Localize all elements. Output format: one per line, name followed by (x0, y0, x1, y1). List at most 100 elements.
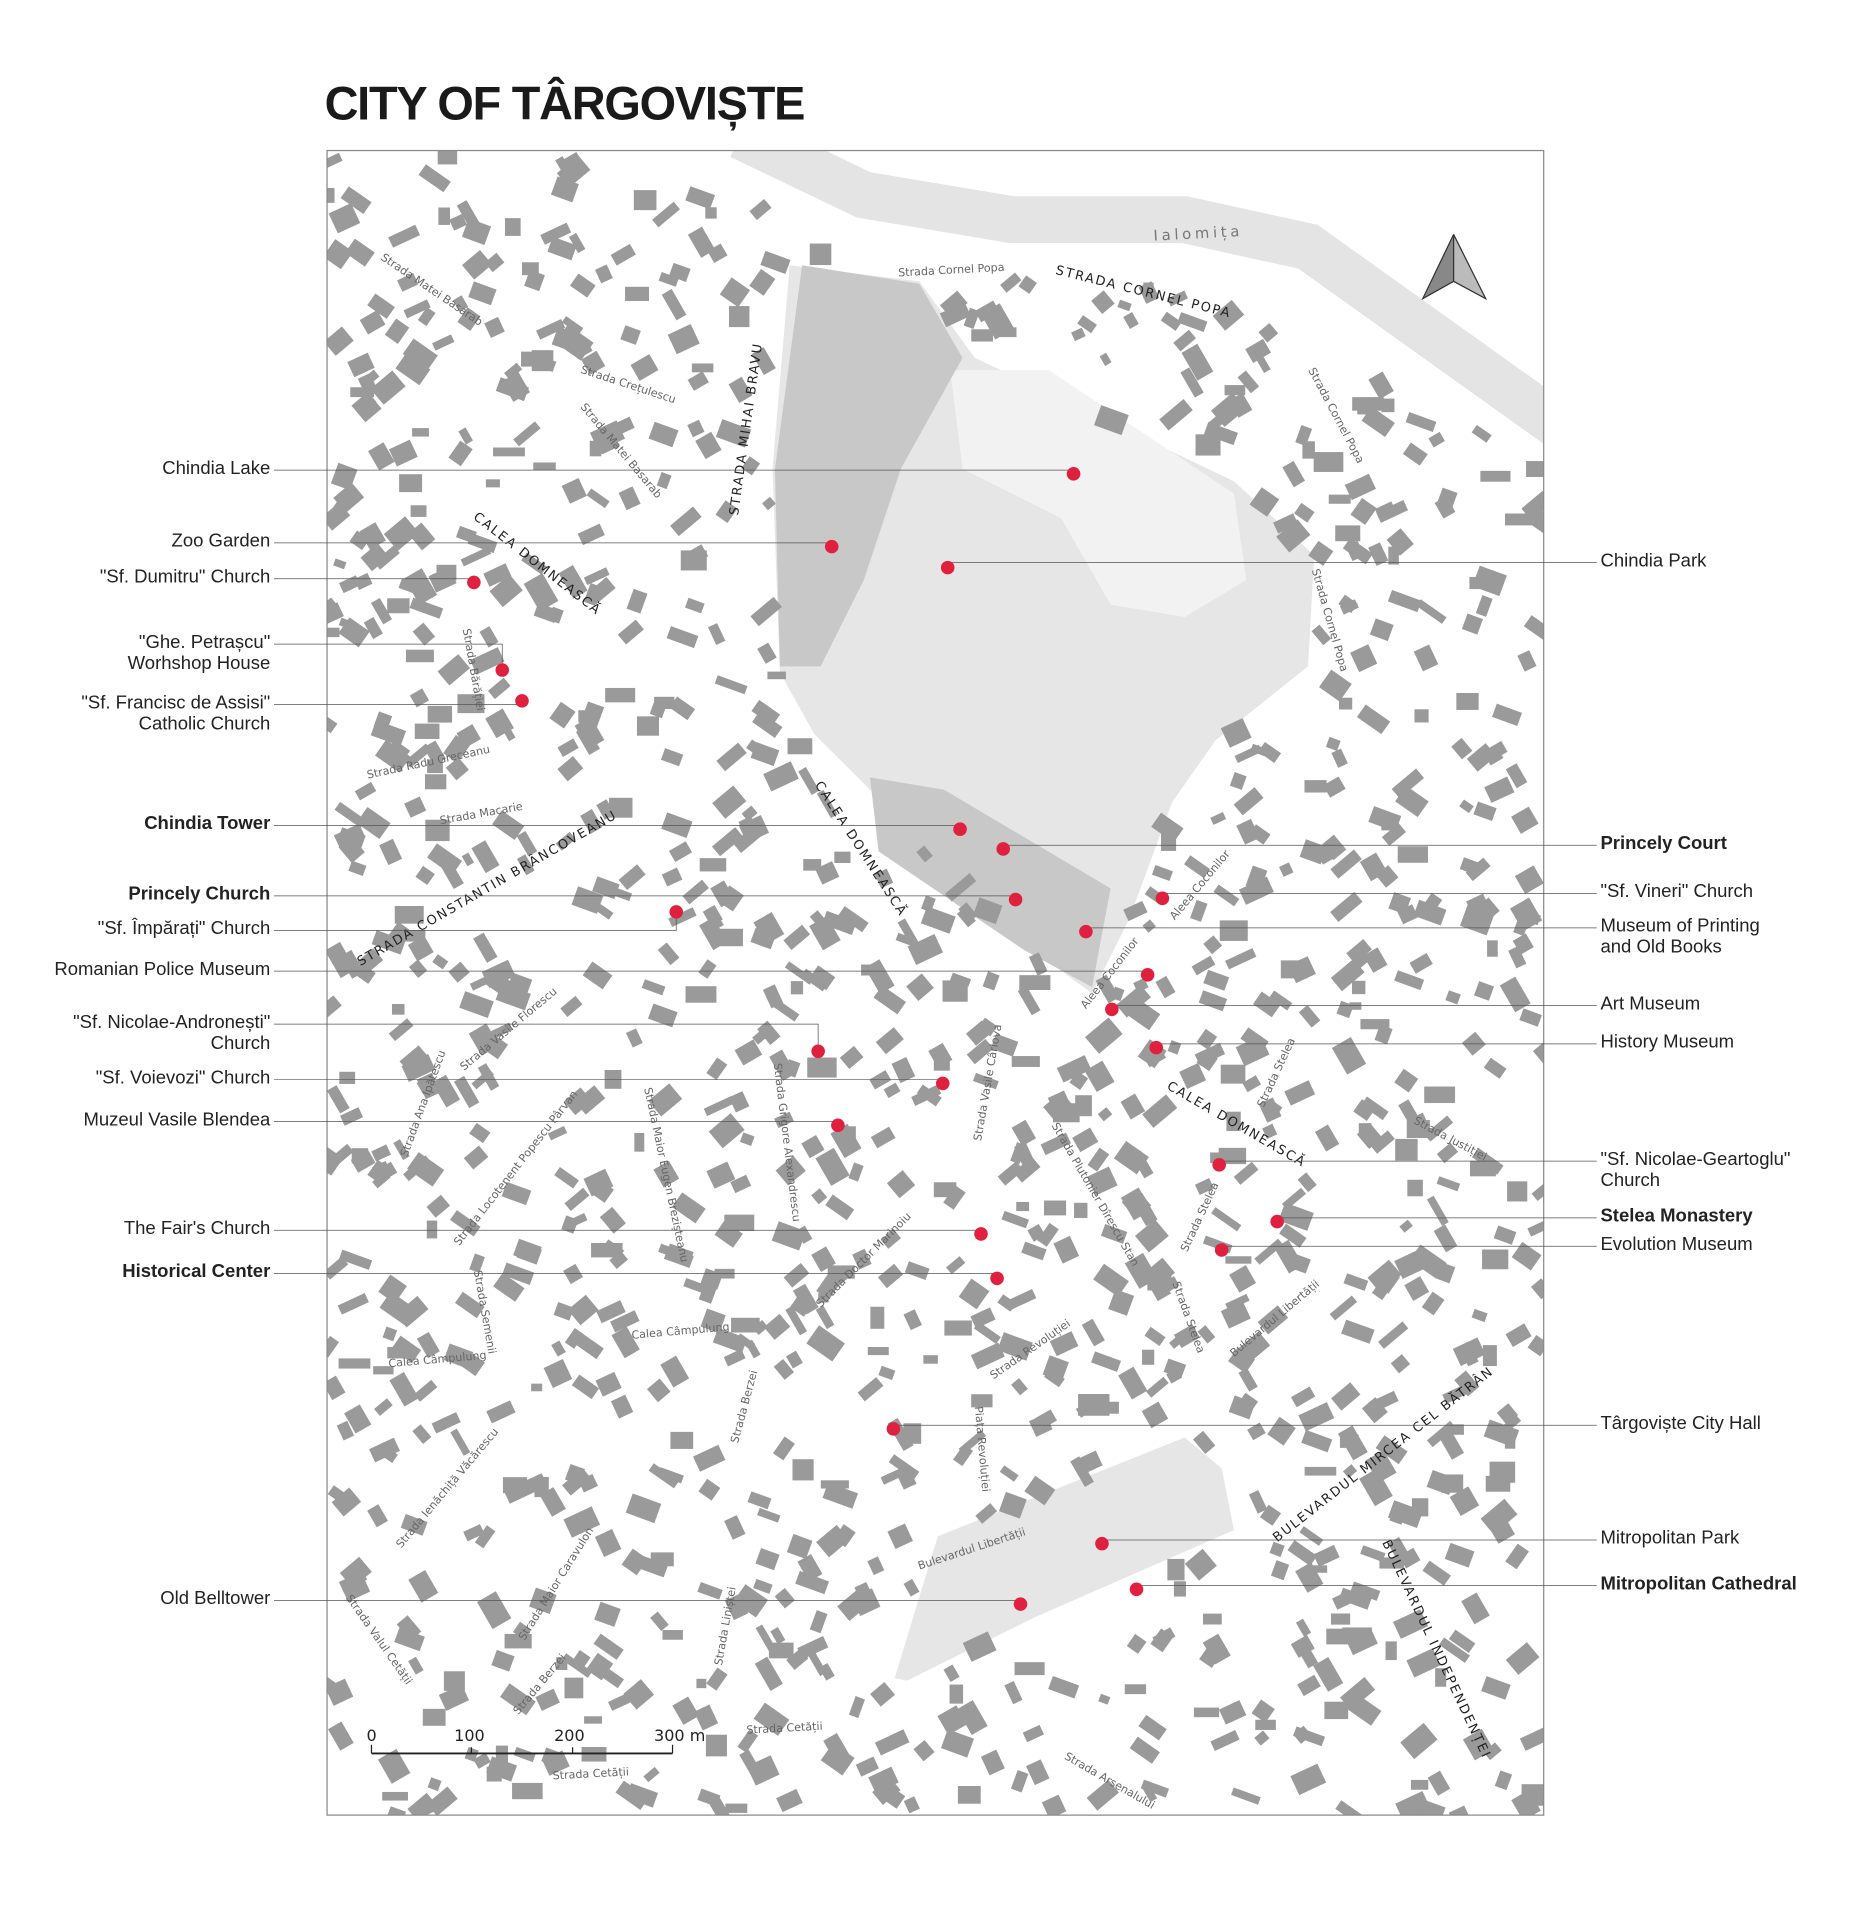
building (706, 1057, 728, 1081)
building (1308, 540, 1334, 566)
building (474, 1525, 496, 1549)
building (1075, 1095, 1092, 1117)
poi-label-sf-vineri-church[interactable]: "Sf. Vineri" Church (1600, 880, 1753, 901)
poi-marker-muzeul-vasile-blendea[interactable] (831, 1118, 845, 1133)
poi-label-muzeul-vasile-blendea[interactable]: Muzeul Vasile Blendea (83, 1108, 271, 1129)
building (687, 419, 705, 438)
poi-label-princely-court[interactable]: Princely Court (1600, 832, 1726, 853)
building (1220, 1300, 1251, 1329)
building (809, 915, 841, 951)
building (643, 1766, 660, 1783)
building (1481, 1676, 1511, 1700)
poi-label-zoo-garden[interactable]: Zoo Garden (172, 530, 271, 551)
building (402, 338, 438, 371)
poi-label-sf-împărați-church[interactable]: "Sf. Împărați" Church (98, 917, 271, 938)
poi-label-târgoviște-city-hall[interactable]: Târgoviște City Hall (1600, 1412, 1760, 1433)
poi-marker-chindia-park[interactable] (940, 560, 955, 575)
building (328, 203, 361, 234)
building (582, 961, 613, 990)
building (656, 471, 672, 490)
poi-marker-chindia-tower[interactable] (953, 822, 967, 836)
poi-label-history-museum[interactable]: History Museum (1600, 1031, 1734, 1052)
building (1484, 776, 1515, 803)
poi-marker-the-fair-s-church[interactable] (974, 1227, 988, 1241)
poi-marker-sf-dumitru-church[interactable] (467, 575, 481, 590)
poi-label-sf-nicolae-andronești-church[interactable]: "Sf. Nicolae-Andronești"Church (73, 1011, 270, 1053)
poi-label-old-belltower[interactable]: Old Belltower (160, 1587, 270, 1608)
poi-label-art-museum[interactable]: Art Museum (1600, 992, 1700, 1013)
building (1461, 1592, 1490, 1625)
building (1017, 986, 1041, 1016)
building (1448, 1805, 1469, 1816)
poi-marker-chindia-lake[interactable] (1066, 467, 1081, 481)
building (521, 552, 548, 575)
building (920, 906, 956, 934)
poi-marker-sf-nicolae-geartoglu-church[interactable] (1212, 1158, 1226, 1172)
building (946, 1256, 966, 1275)
poi-marker-sf-voievozi-church[interactable] (935, 1076, 950, 1091)
building (1343, 1273, 1369, 1291)
poi-marker-evolution-museum[interactable] (1214, 1243, 1229, 1257)
poi-label-evolution-museum[interactable]: Evolution Museum (1600, 1233, 1752, 1254)
building (469, 972, 497, 991)
scale-tick-200: 200 (554, 1726, 585, 1745)
poi-label-sf-voievozi-church[interactable]: "Sf. Voievozi" Church (96, 1066, 271, 1087)
poi-label-ghe-petrașcu-worhshop-house[interactable]: "Ghe. Petrașcu"Worhshop House (128, 631, 271, 673)
building (594, 264, 613, 284)
poi-label-sf-francisc-de-assisi-catholic-church[interactable]: "Sf. Francisc de Assisi"Catholic Church (81, 691, 270, 733)
building (1225, 1256, 1252, 1264)
poi-marker-stelea-monastery[interactable] (1270, 1214, 1284, 1229)
poi-marker-târgoviște-city-hall[interactable] (886, 1422, 901, 1436)
building (1218, 1700, 1247, 1725)
poi-label-sf-nicolae-geartoglu-church[interactable]: "Sf. Nicolae-Geartoglu"Church (1600, 1148, 1790, 1190)
building (456, 724, 481, 749)
building (867, 1556, 885, 1576)
poi-marker-princely-court[interactable] (996, 842, 1011, 856)
poi-marker-sf-nicolae-andronești-church[interactable] (811, 1044, 825, 1059)
building (625, 1783, 659, 1808)
poi-label-princely-church[interactable]: Princely Church (128, 883, 270, 904)
poi-label-romanian-police-museum[interactable]: Romanian Police Museum (54, 958, 270, 979)
map-frame (326, 149, 1545, 1816)
poi-marker-old-belltower[interactable] (1013, 1597, 1028, 1611)
poi-label-mitropolitan-cathedral[interactable]: Mitropolitan Cathedral (1600, 1572, 1796, 1593)
poi-label-stelea-monastery[interactable]: Stelea Monastery (1600, 1205, 1753, 1226)
building (1438, 1429, 1465, 1460)
building (543, 1359, 573, 1389)
poi-marker-ghe-petrașcu-worhshop-house[interactable] (495, 663, 510, 677)
poi-marker-history-museum[interactable] (1149, 1040, 1164, 1055)
building (620, 325, 641, 345)
poi-marker-mitropolitan-cathedral[interactable] (1129, 1582, 1144, 1597)
building (1361, 1096, 1389, 1121)
building (327, 1375, 346, 1401)
poi-label-chindia-tower[interactable]: Chindia Tower (144, 812, 270, 833)
poi-marker-romanian-police-museum[interactable] (1140, 968, 1155, 982)
poi-marker-museum-of-printing-and-old-books[interactable] (1079, 924, 1093, 939)
poi-label-chindia-park[interactable]: Chindia Park (1600, 549, 1707, 570)
building (971, 1394, 993, 1408)
poi-marker-historical-center[interactable] (990, 1271, 1004, 1286)
poi-label-historical-center[interactable]: Historical Center (122, 1260, 270, 1281)
building (574, 716, 605, 750)
building (877, 1263, 904, 1289)
building (1071, 327, 1086, 342)
poi-label-the-fair-s-church[interactable]: The Fair's Church (124, 1217, 270, 1238)
poi-marker-sf-francisc-de-assisi-catholic-church[interactable] (515, 694, 529, 708)
poi-marker-zoo-garden[interactable] (824, 539, 839, 554)
poi-marker-princely-church[interactable] (1008, 892, 1023, 907)
building (1120, 1093, 1146, 1120)
building (1262, 1123, 1278, 1140)
poi-marker-sf-vineri-church[interactable] (1155, 891, 1170, 906)
building (1111, 986, 1125, 1002)
building (345, 238, 375, 267)
poi-marker-sf-împărați-church[interactable] (669, 905, 684, 919)
poi-label-sf-dumitru-church[interactable]: "Sf. Dumitru" Church (100, 565, 270, 586)
building (848, 1696, 865, 1719)
poi-label-chindia-lake[interactable]: Chindia Lake (162, 457, 270, 478)
poi-marker-art-museum[interactable] (1105, 1002, 1119, 1017)
poi-label-mitropolitan-park[interactable]: Mitropolitan Park (1600, 1527, 1740, 1548)
poi-marker-mitropolitan-park[interactable] (1095, 1536, 1109, 1551)
building (1093, 1263, 1129, 1297)
